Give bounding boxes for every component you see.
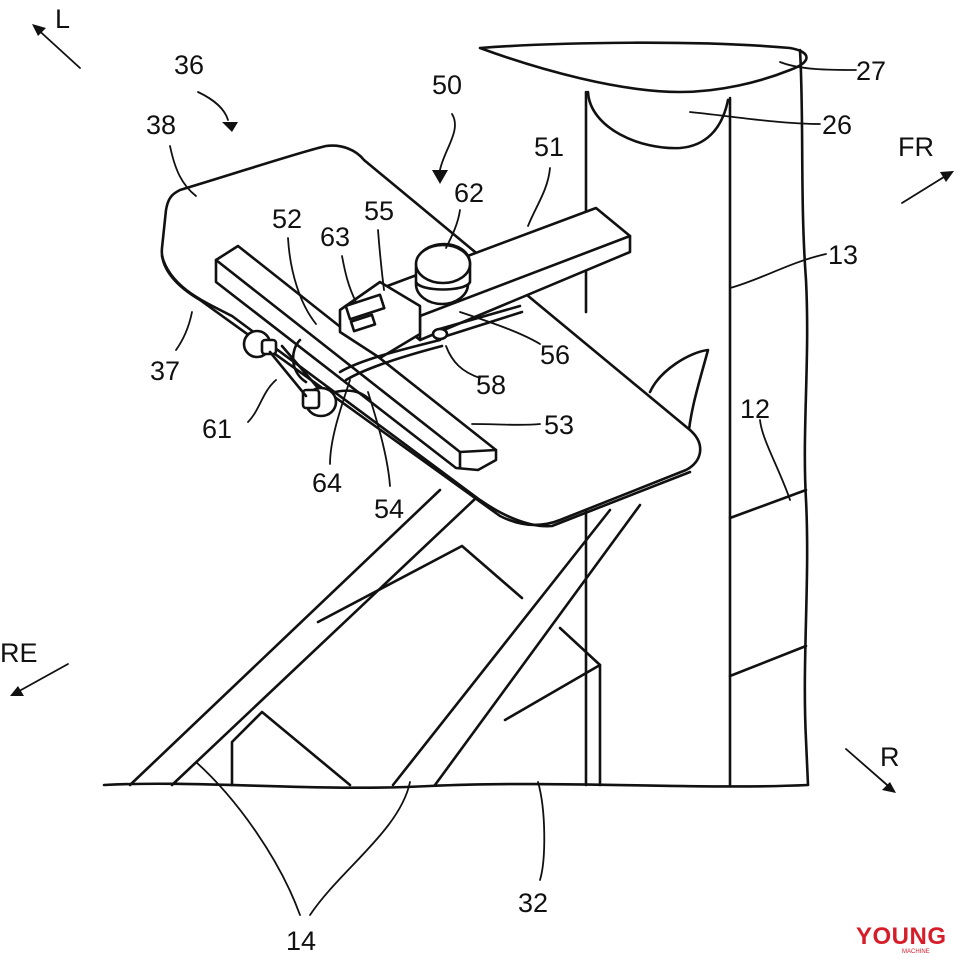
label-50: 50: [432, 70, 462, 100]
label-56: 56: [540, 340, 570, 370]
direction-indicator-right: R: [845, 742, 900, 793]
label-62: 62: [454, 178, 484, 208]
label-26: 26: [822, 110, 852, 140]
direction-label-front: FR: [898, 132, 934, 162]
direction-indicator-rear: RE: [0, 638, 69, 696]
reference-numerals: 36 38 50 51 62 52 55 63 37 56 58 61 53 6…: [146, 50, 886, 956]
direction-indicator-left: L: [32, 4, 81, 69]
direction-label-left: L: [55, 4, 70, 34]
label-36: 36: [174, 50, 204, 80]
watermark-logo: YOUNG MACHINE: [856, 923, 947, 955]
label-55: 55: [364, 196, 394, 226]
label-51: 51: [534, 132, 564, 162]
label-61: 61: [202, 414, 232, 444]
direction-label-right: R: [880, 742, 900, 772]
label-27: 27: [856, 56, 886, 86]
label-13: 13: [828, 240, 858, 270]
label-53: 53: [544, 410, 574, 440]
label-52: 52: [272, 204, 302, 234]
lock-mechanism: [214, 206, 632, 472]
label-12: 12: [740, 394, 770, 424]
label-64: 64: [312, 468, 342, 498]
label-63: 63: [320, 222, 350, 252]
watermark-sub: MACHINE: [902, 949, 930, 955]
leader-lines: [169, 61, 857, 916]
label-54: 54: [374, 494, 404, 524]
frame-structure: [478, 41, 810, 787]
label-37: 37: [150, 356, 180, 386]
direction-indicator-front: FR: [898, 132, 954, 204]
label-32: 32: [518, 888, 548, 918]
label-58: 58: [476, 370, 506, 400]
label-14: 14: [286, 926, 316, 956]
lower-frame: [102, 488, 810, 790]
watermark-brand: YOUNG: [856, 923, 947, 950]
direction-label-rear: RE: [0, 638, 38, 668]
label-38: 38: [146, 110, 176, 140]
